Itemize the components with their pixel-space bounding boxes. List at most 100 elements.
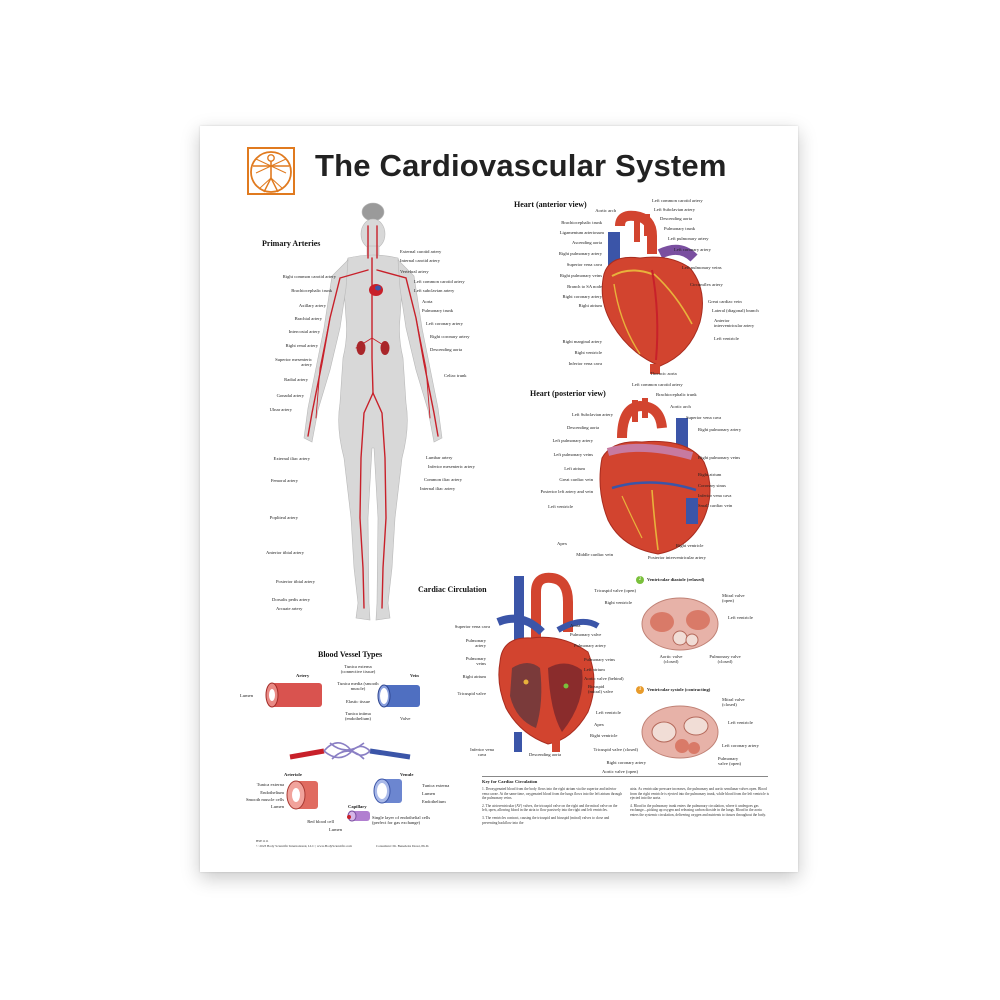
key-divider bbox=[482, 776, 768, 777]
label-right-coronary: Right coronary artery bbox=[430, 334, 470, 339]
section-cardiac-circulation: Cardiac Circulation bbox=[418, 585, 487, 594]
post-inferior-vena-cava: Inferior vena cava bbox=[698, 493, 732, 498]
sys-left-coronary: Left coronary artery bbox=[722, 743, 759, 748]
post-right-pulmonary-veins: Right pulmonary veins bbox=[698, 455, 741, 460]
vessel-valve: Valve bbox=[400, 716, 411, 721]
post-posterior-left-artery-vein: Posterior left artery and vein bbox=[540, 489, 593, 494]
key-item-3-cont: atria. As ventricular pressure increases… bbox=[630, 787, 770, 801]
vessel-artery-title: Artery bbox=[296, 673, 310, 678]
label-common-iliac: Common iliac artery bbox=[424, 477, 463, 482]
diastole-number-badge: 2 bbox=[636, 576, 644, 584]
footer-consultant: Consultant: Dr. Benedetta Dossi, Ph.D. bbox=[376, 844, 430, 848]
label-left-coronary: Left coronary artery bbox=[426, 321, 463, 326]
post-apex: Apex bbox=[557, 541, 567, 546]
label-brachial: Brachial artery bbox=[294, 316, 322, 321]
post-small-cardiac-vein: Small cardiac vein bbox=[698, 503, 733, 508]
label-anterior-tibial: Anterior tibial artery bbox=[266, 550, 305, 555]
label-popliteal: Popliteal artery bbox=[269, 515, 298, 520]
capillary-tube bbox=[347, 810, 370, 822]
post-superior-vena-cava: Superior vena cava bbox=[686, 415, 722, 420]
venule-tube bbox=[373, 778, 402, 804]
ant-lateral-branch: Lateral (diagonal) branch bbox=[712, 308, 759, 313]
post-left-ventricle: Left ventricle bbox=[548, 504, 573, 509]
arteriole-tube bbox=[286, 780, 318, 810]
capillary-endothelial: Single layer of endothelial cells (perfe… bbox=[372, 815, 431, 825]
label-inferior-mesenteric: Inferior mesenteric artery bbox=[428, 464, 475, 469]
capillary-red-blood-cell: Red blood cell bbox=[307, 819, 334, 824]
key-item-4: 4. Blood in the pulmonary trunk enters t… bbox=[630, 803, 766, 817]
circ-right-ventricle: Right ventricle bbox=[590, 733, 618, 738]
dia-aortic-closed: Aortic valve (closed) bbox=[659, 654, 683, 664]
venule-tunica-externa: Tunica externa bbox=[422, 783, 450, 788]
label-lumbar: Lumbar artery bbox=[426, 455, 453, 460]
post-right-atrium: Right atrium bbox=[698, 472, 722, 477]
sys-mitral-closed: Mitral valve (closed) bbox=[722, 697, 745, 707]
sys-right-coronary: Right coronary artery bbox=[606, 760, 646, 765]
dia-left-ventricle: Left ventricle bbox=[728, 615, 753, 620]
post-coronary-sinus: Coronary sinus bbox=[698, 483, 726, 488]
ant-right-ventricle: Right ventricle bbox=[574, 350, 602, 355]
circ-pulmonary-artery-r: Pulmonary artery bbox=[574, 643, 607, 648]
post-left-subclavian: Left Subclavian artery bbox=[571, 412, 613, 417]
ant-anterior-interventricular: Anterior interventricular artery bbox=[714, 318, 755, 328]
key-col-2: atria. As ventricular pressure increases… bbox=[630, 787, 770, 818]
ant-inferior-vena-cava: Inferior vena cava bbox=[568, 361, 602, 366]
sys-pulmonary-open: Pulmonary valve (open) bbox=[718, 756, 742, 766]
arteriole-endothelium: Endothelium bbox=[260, 790, 284, 795]
post-left-pulmonary-veins: Left pulmonary veins bbox=[553, 452, 593, 457]
post-middle-cardiac-vein: Middle cardiac vein bbox=[576, 552, 613, 557]
label-left-subclavian: Left subclavian artery bbox=[414, 288, 455, 293]
post-posterior-interventricular: Posterior interventricular artery bbox=[648, 555, 706, 560]
circ-aortic-valve: Aortic valve (behind) bbox=[584, 676, 624, 681]
label-radial: Radial artery bbox=[284, 377, 308, 382]
label-arcuate: Arcuate artery bbox=[276, 606, 303, 611]
ant-right-atrium: Right atrium bbox=[578, 303, 602, 308]
circ-pulmonary-valve: Pulmonary valve bbox=[570, 632, 602, 637]
ant-right-coronary: Right coronary artery bbox=[562, 294, 602, 299]
sys-left-ventricle: Left ventricle bbox=[728, 720, 753, 725]
ant-left-pulmonary-artery: Left pulmonary artery bbox=[668, 236, 709, 241]
label-femoral: Femoral artery bbox=[270, 478, 298, 483]
ant-superior-vena-cava: Superior vena cava bbox=[566, 262, 602, 267]
heart-anterior-illustration bbox=[601, 210, 703, 374]
label-celiac-trunk: Celiac trunk bbox=[444, 373, 467, 378]
circ-descending-aorta: Descending aorta bbox=[528, 752, 561, 757]
diastole-title: Ventricular diastole (relaxed) bbox=[647, 577, 705, 582]
systole-title: Ventricular systole (contracting) bbox=[647, 687, 711, 692]
circ-pulmonary-veins: Pulmonary veins bbox=[465, 656, 486, 666]
key-item-2: 2. The atrioventricular (AV) valves, the… bbox=[482, 803, 618, 813]
dia-tricuspid-open: Tricuspid valve (open) bbox=[594, 588, 636, 593]
circ-inferior-vena-cava: Inferior vena cava bbox=[470, 747, 494, 757]
key-item-3: 3. The ventricles contract, causing the … bbox=[482, 815, 610, 825]
label-right-renal: Right renal artery bbox=[285, 343, 318, 348]
ant-left-ventricle: Left ventricle bbox=[714, 336, 739, 341]
ant-aortic-arch: Aortic arch bbox=[595, 208, 616, 213]
ant-left-subclavian: Left Subclavian artery bbox=[654, 207, 696, 212]
vessel-venule-title: Venule bbox=[400, 772, 414, 777]
vessel-tunica-externa: Tunica externa (connective tissue) bbox=[340, 664, 376, 674]
systole-number-badge: 3 bbox=[636, 686, 644, 694]
circ-right-atrium: Right atrium bbox=[462, 674, 486, 679]
ant-thoracic-aorta: Thoracic aorta bbox=[650, 371, 677, 376]
post-descending-aorta: Descending aorta bbox=[566, 425, 599, 430]
poster: The Cardiovascular System Primary Arteri… bbox=[200, 126, 798, 872]
post-right-pulmonary-artery: Right pulmonary artery bbox=[698, 427, 742, 432]
vessel-types-illustration bbox=[265, 682, 420, 822]
circ-left-ventricle: Left ventricle bbox=[596, 710, 621, 715]
post-right-ventricle: Right ventricle bbox=[676, 543, 704, 548]
label-superior-mesenteric: Superior mesenteric artery bbox=[275, 357, 312, 367]
ant-ascending-aorta: Ascending aorta bbox=[572, 240, 602, 245]
label-aorta: Aorta bbox=[422, 299, 433, 304]
heart-posterior-illustration bbox=[599, 398, 711, 555]
ant-right-marginal: Right marginal artery bbox=[562, 339, 602, 344]
label-intercostal: Intercostal artery bbox=[288, 329, 320, 334]
label-pulmonary-trunk: Pulmonary trunk bbox=[422, 308, 454, 313]
vein-tube bbox=[377, 684, 420, 708]
label-ulnar: Ulnar artery bbox=[269, 407, 292, 412]
vessel-elastic: Elastic tissue bbox=[345, 699, 371, 704]
label-internal-iliac: Internal iliac artery bbox=[420, 486, 456, 491]
ant-great-cardiac-vein: Great cardiac vein bbox=[708, 299, 742, 304]
post-aortic-arch: Aortic arch bbox=[670, 404, 691, 409]
footer-code: BSE1111 bbox=[256, 839, 269, 843]
circ-apex: Apex bbox=[594, 722, 604, 727]
